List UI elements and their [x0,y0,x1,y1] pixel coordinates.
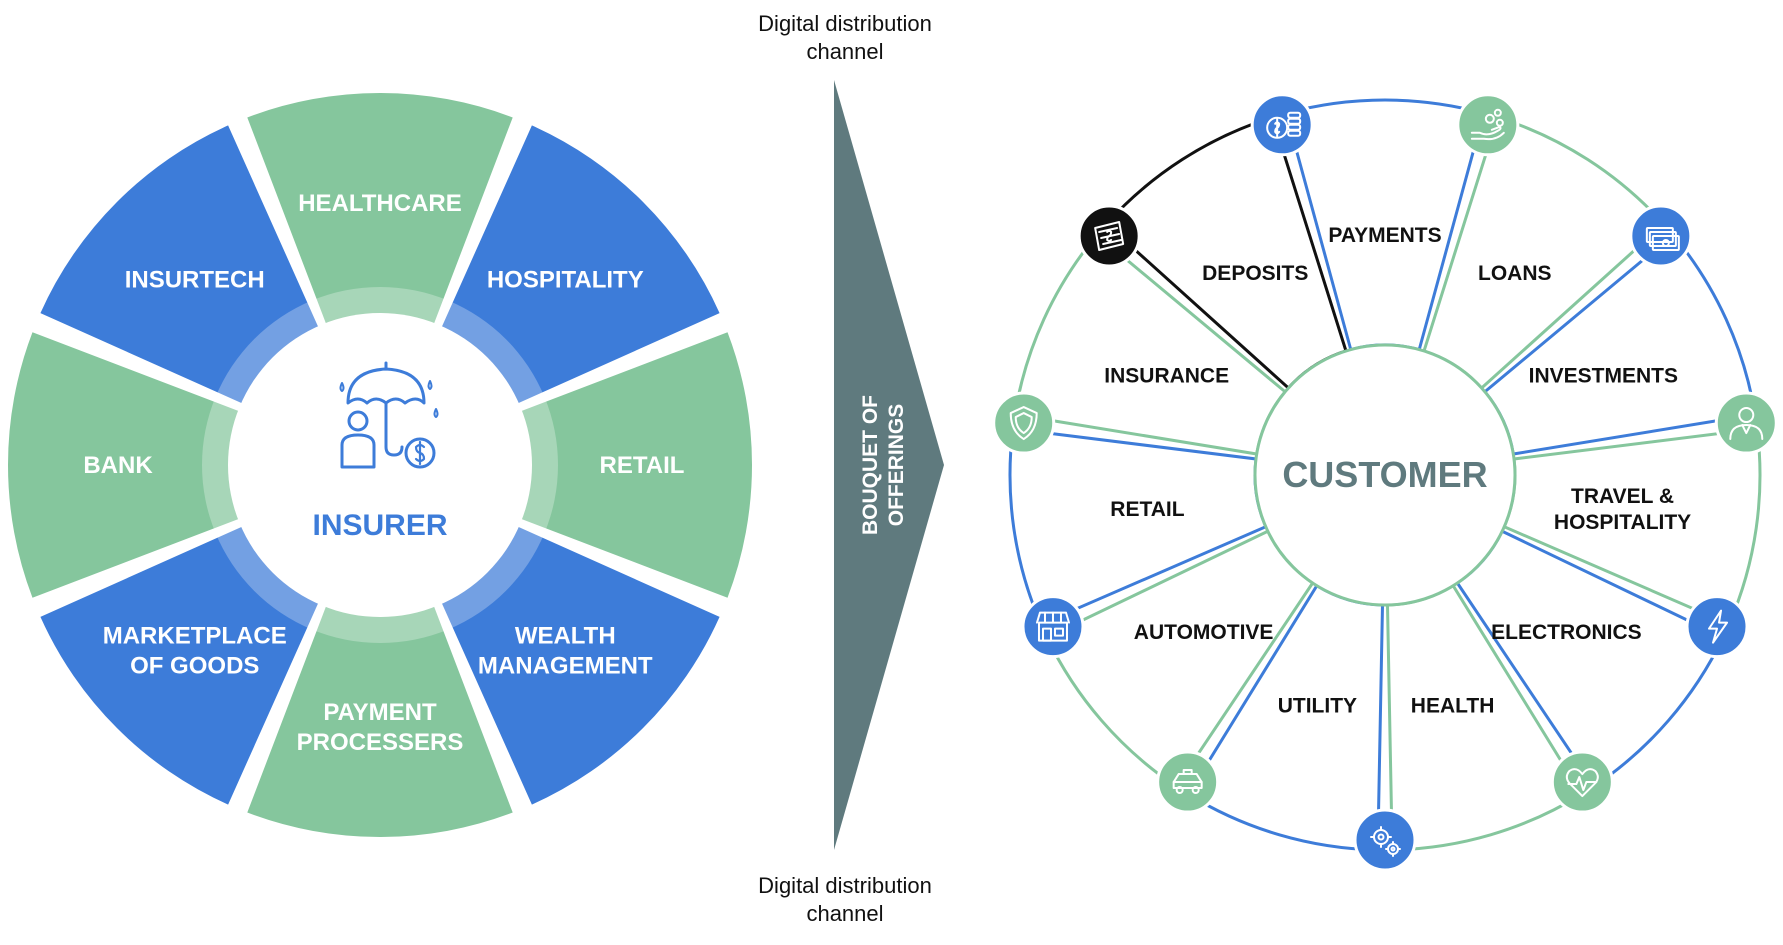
customer-segment-label: PAYMENTS [1328,224,1441,247]
customer-segment-label: AUTOMOTIVE [1134,621,1274,644]
customer-segment-label: HEALTH [1411,694,1495,717]
channel-caption-bottom: Digital distribution channel [715,872,975,928]
channel-top-line2: channel [806,39,884,64]
insurer-segment-hospitality: HOSPITALITY [441,125,720,404]
insurer-segment-shape [520,332,752,598]
insurer-segment-label: OF GOODS [130,652,259,679]
customer-segment-label: INSURANCE [1104,364,1229,387]
insurer-segment-shape [40,526,319,805]
gears-icon [1353,808,1417,872]
customer-segment-label: DEPOSITS [1202,262,1308,285]
insurer-segment-shape [441,125,720,404]
hand-coins-icon [1456,93,1520,157]
insurer-segment-label: MANAGEMENT [478,652,653,679]
insurer-segment-label: HOSPITALITY [487,267,644,294]
lightning-icon [1685,595,1749,659]
customer-segment-label: LOANS [1478,262,1552,285]
insurer-segment-shape [40,125,319,404]
customer-segment-loans: LOANS [1422,115,1666,391]
insurer-segment-insurtech: INSURTECH [40,125,319,404]
insurer-segment-shape [247,93,513,325]
insurer-segment-shape [8,332,240,598]
insurer-segment-shape [441,526,720,805]
insurer-segment-healthcare: HEALTHCARE [247,93,513,325]
insurer-segment-label: INSURTECH [125,267,265,294]
shield-icon [992,391,1056,455]
insurer-segment-label: MARKETPLACE [103,622,287,649]
insurer-segment-label: HEALTHCARE [298,190,462,217]
insurer-segment-shape [247,605,513,837]
customer-center-label: CUSTOMER [1282,454,1487,495]
customer-segment-travel-hospitality: TRAVEL & HOSPITALITY [1502,427,1762,627]
customer-segment-label: UTILITY [1278,694,1357,717]
insurer-segment-retail: RETAIL [520,332,752,598]
customer-segment-label: TRAVEL & [1571,485,1674,508]
bouquet-arrow-shape [834,80,944,850]
heartbeat-icon [1550,750,1614,814]
money-stack-icon [1629,204,1693,268]
concierge-icon [1714,391,1778,455]
insurer-segment-label: BANK [83,452,153,479]
insurer-segment-wealth-management: WEALTH MANAGEMENT [441,526,720,805]
car-icon [1156,750,1220,814]
channel-top-line1: Digital distribution [758,11,932,36]
channel-caption-top: Digital distribution channel [715,10,975,66]
deposit-slip-icon [1077,204,1141,268]
customer-segment-label: HOSPITALITY [1554,511,1691,534]
customer-wheel: PAYMENTS LOANS INVESTMENTS TRAVEL & HOSPITAL… [992,93,1778,872]
insurer-wheel: HEALTHCARE HOSPITALITY RETAIL WEALTH MANAGEM… [6,91,754,839]
arrow-label-line1: BOUQUET OF [859,395,882,535]
insurer-segment-marketplace-of-goods: MARKETPLACE OF GOODS [40,526,319,805]
insurer-segment-label: WEALTH [515,622,616,649]
bouquet-arrow-label: BOUQUET OF OFFERINGS [859,395,908,535]
bouquet-arrow: BOUQUET OF OFFERINGS [834,80,944,850]
coins-icon [1250,93,1314,157]
storefront-icon [1021,595,1085,659]
customer-center-disc [1253,343,1517,607]
arrow-label-line2: OFFERINGS [885,404,908,527]
insurer-segment-label: PROCESSERS [297,729,464,756]
customer-segment-label: ELECTRONICS [1491,621,1642,644]
channel-bottom-line1: Digital distribution [758,873,932,898]
channel-bottom-line2: channel [806,901,884,926]
insurer-segment-bank: BANK [8,332,240,598]
insurer-segment-payment-processers: PAYMENT PROCESSERS [247,605,513,837]
customer-segment-label: INVESTMENTS [1529,364,1678,387]
insurer-segment-label: RETAIL [600,452,685,479]
umbrella-person-icon [339,361,439,469]
insurer-center-label: INSURER [312,509,447,542]
insurer-segment-label: PAYMENT [323,699,437,726]
insurer-center-disc [228,313,532,617]
customer-segment-retail: RETAIL [1008,427,1268,627]
customer-segment-label: RETAIL [1110,498,1184,521]
